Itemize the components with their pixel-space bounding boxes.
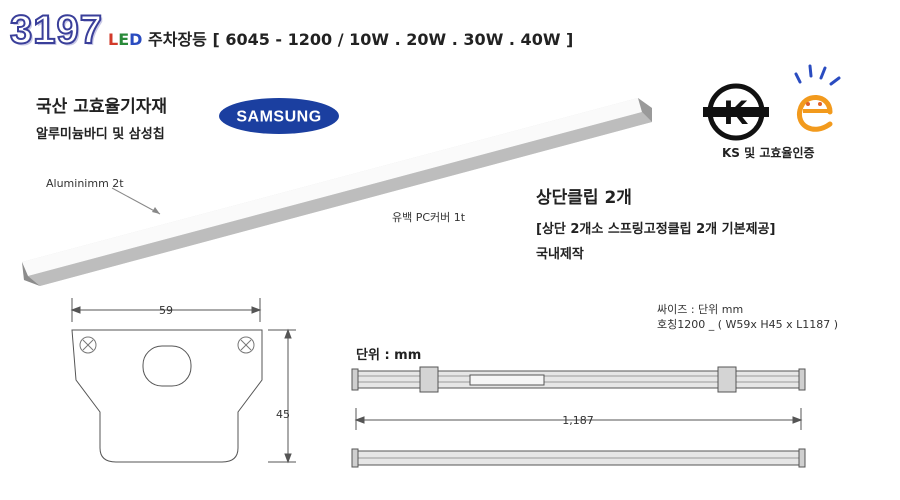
fixture-top-view <box>351 366 806 393</box>
height-value: 45 <box>276 408 290 421</box>
clip-title: 상단클립 2개 <box>536 188 632 208</box>
clip-right <box>717 366 737 393</box>
length-value: 1,187 <box>562 414 594 427</box>
efficiency-mark-icon <box>794 64 841 132</box>
screw-right-icon <box>237 336 255 354</box>
body-arrow-line <box>111 187 161 215</box>
made-in-korea: 국내제작 <box>536 247 584 262</box>
led-fixture-tube <box>22 98 652 286</box>
center-label-plate <box>469 374 545 386</box>
samsung-logo-text: SAMSUNG <box>236 109 321 126</box>
body-arrow-head <box>152 207 160 214</box>
certification-label: KS 및 고효율인증 <box>722 146 815 160</box>
profile-center-hole <box>142 345 192 387</box>
spec-size-unit: 싸이즈 : 단위 mm <box>657 303 744 316</box>
screw-left-icon <box>79 336 97 354</box>
samsung-logo-ellipse <box>219 98 339 134</box>
led-letter-l: L <box>108 30 119 49</box>
clip-left <box>419 366 439 393</box>
cover-material-label: 유백 PC커버 1t <box>392 211 466 224</box>
profile-outline <box>71 329 263 463</box>
width-value: 59 <box>159 304 173 317</box>
model-number: 3197 <box>9 7 103 53</box>
samsung-logo: SAMSUNG <box>219 98 339 134</box>
body-material-label: Aluminimm 2t <box>46 177 124 190</box>
certification-logos: K <box>703 64 841 141</box>
feature-heading: 국산 고효율기자재 <box>36 97 168 117</box>
fixture-side-view <box>351 448 806 468</box>
ks-mark-icon: K <box>703 83 769 141</box>
ks-mark-letter: K <box>724 94 749 132</box>
led-letter-e: E <box>118 30 130 49</box>
product-title-text: 주차장등 [ 6045 - 1200 / 10W . 20W . 30W . 4… <box>148 30 574 49</box>
clip-subtitle: [상단 2개소 스프링고정클립 2개 기본제공] <box>536 222 776 237</box>
spec-call-size: 호칭1200 _ ( W59x H45 x L1187 ) <box>657 318 839 331</box>
led-letter-d: D <box>129 30 143 49</box>
spec-block: 싸이즈 : 단위 mm 호칭1200 _ ( W59x H45 x L1187 … <box>657 302 838 332</box>
unit-label: 단위 : mm <box>356 348 422 363</box>
product-title: LED 주차장등 [ 6045 - 1200 / 10W . 20W . 30W… <box>108 26 573 50</box>
feature-subheading: 알루미늄바디 및 삼성칩 <box>36 127 165 142</box>
